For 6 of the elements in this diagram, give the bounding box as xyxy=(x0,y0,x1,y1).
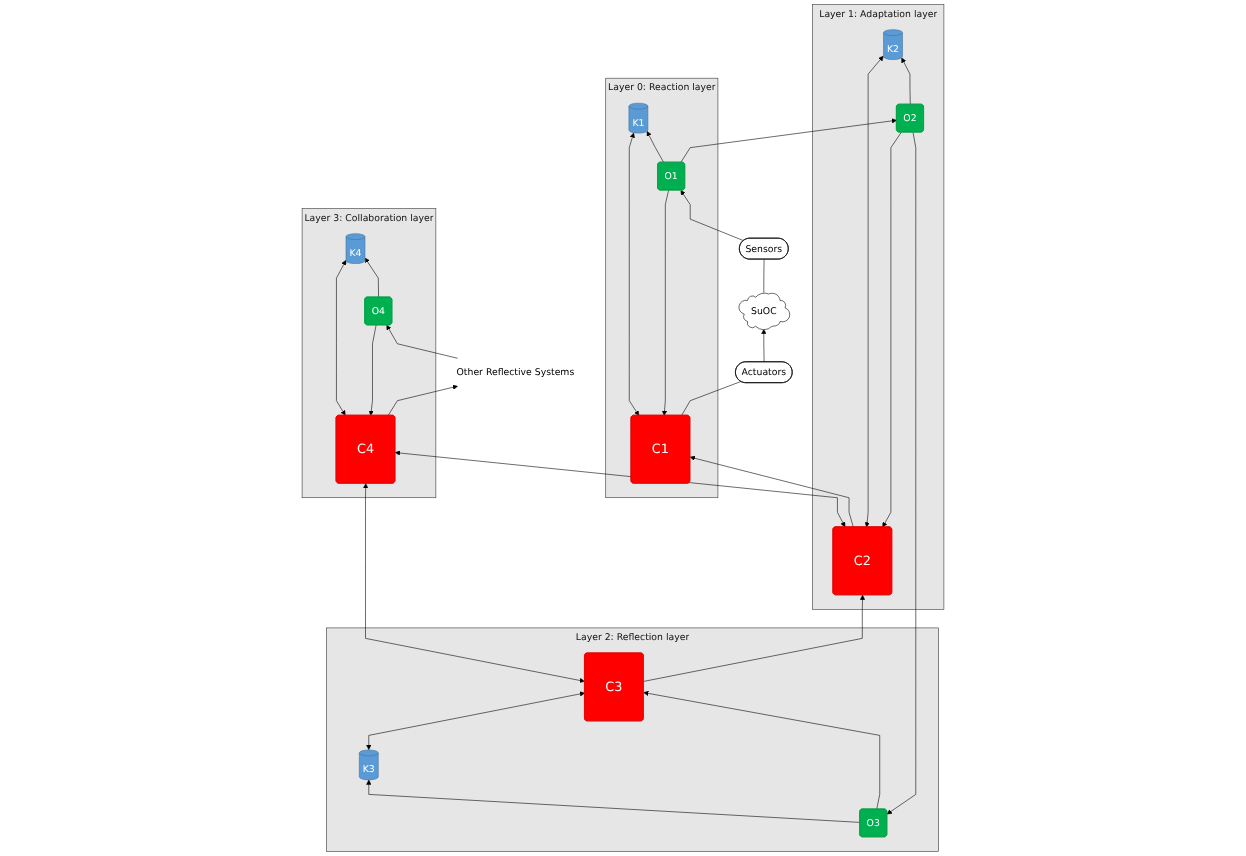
connector xyxy=(681,381,742,416)
cluster xyxy=(301,208,437,499)
cluster xyxy=(812,4,945,610)
cluster xyxy=(326,627,939,852)
connector xyxy=(763,259,765,293)
cluster xyxy=(605,77,719,499)
